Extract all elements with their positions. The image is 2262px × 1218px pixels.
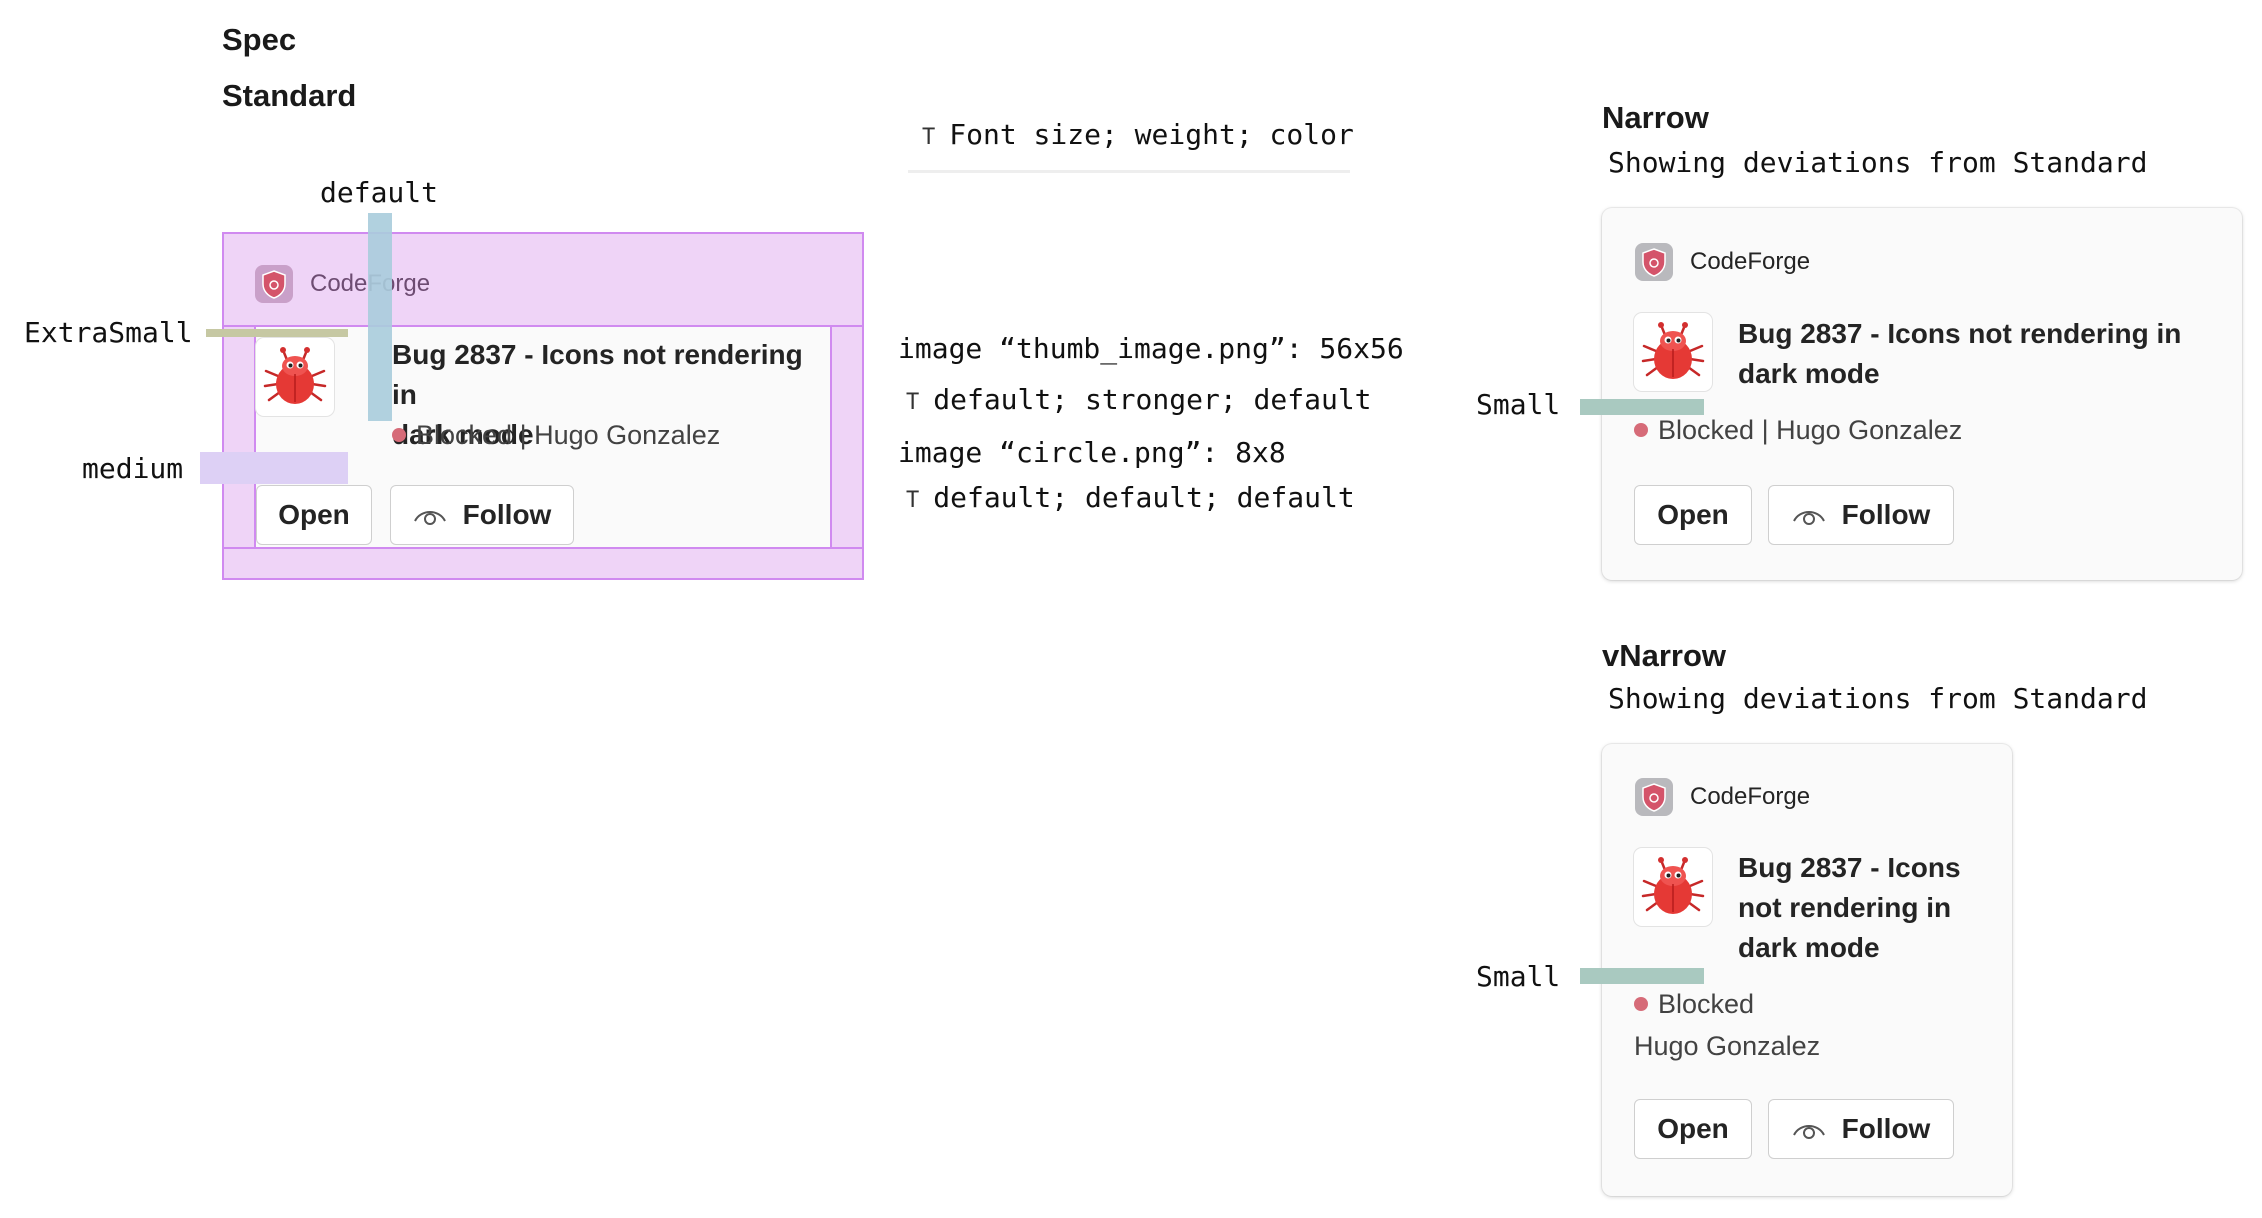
card-title-line2: dark mode: [1738, 358, 1880, 389]
status-text: Blocked: [416, 420, 513, 450]
app-name: CodeForge: [1690, 783, 1811, 810]
default-spacing-bar: [368, 213, 392, 421]
meta-separator: |: [512, 420, 535, 450]
font-glyph-icon: T: [906, 488, 920, 513]
spec-heading: Spec: [222, 22, 297, 57]
follow-label: Follow: [1841, 499, 1931, 530]
card-assignee: Hugo Gonzalez: [1634, 1031, 1821, 1061]
thumbnail: [1634, 313, 1712, 391]
overlay-divider-bottom: [222, 547, 864, 549]
follow-button[interactable]: Follow: [1768, 485, 1954, 545]
font-spec-text: default; default; default: [933, 481, 1355, 514]
medium-annotation: medium: [82, 452, 184, 485]
card-title: Bug 2837 - Icons not rendering in dark m…: [1738, 314, 2208, 394]
legend-text: Font size; weight; color: [949, 118, 1354, 151]
narrow-subtitle: Showing deviations from Standard: [1608, 146, 2148, 179]
eye-icon: [1792, 1125, 1825, 1139]
font-spec-text: default; stronger; default: [933, 383, 1372, 416]
assignee-text: Hugo Gonzalez: [534, 420, 721, 450]
follow-button[interactable]: Follow: [1768, 1099, 1954, 1159]
card-meta: Blocked | Hugo Gonzalez: [1634, 415, 1962, 446]
narrow-card: CodeForge Bug 2837 - Icons not rendering…: [1602, 208, 2242, 580]
extrasmall-annotation: ExtraSmall: [24, 316, 193, 349]
thumbnail: [256, 338, 334, 416]
card-status: Blocked: [1634, 989, 1754, 1020]
open-button[interactable]: Open: [1634, 485, 1752, 545]
narrow-heading: Narrow: [1602, 100, 1709, 135]
standard-heading: Standard: [222, 78, 357, 113]
default-annotation: default: [320, 176, 439, 209]
status-text: Blocked: [1658, 989, 1755, 1019]
small-spacing-bar-narrow: [1580, 399, 1704, 415]
card-meta: Blocked | Hugo Gonzalez: [392, 420, 720, 451]
follow-label: Follow: [462, 499, 552, 530]
medium-spacing-bar: [200, 452, 348, 484]
font-glyph-icon: T: [922, 125, 936, 150]
card-title-line2: dark mode: [392, 419, 534, 450]
status-dot: [1634, 997, 1648, 1011]
vnarrow-subtitle: Showing deviations from Standard: [1608, 682, 2148, 715]
extrasmall-spacing-bar: [206, 329, 348, 337]
status-dot: [1634, 423, 1648, 437]
card-title: Bug 2837 - Icons not rendering in dark m…: [1738, 848, 1998, 968]
small-annotation-vnarrow: Small: [1476, 960, 1561, 993]
card-title-line2: not rendering in: [1738, 892, 1952, 923]
font-glyph-icon: T: [906, 390, 920, 415]
card-title: Bug 2837 - Icons not rendering in dark m…: [392, 335, 832, 455]
app-name: CodeForge: [1690, 248, 1811, 275]
small-spacing-bar-vnarrow: [1580, 968, 1704, 984]
legend: T Font size; weight; color: [922, 118, 1354, 151]
status-dot: [392, 428, 406, 442]
meta-separator: |: [1754, 415, 1777, 445]
follow-label: Follow: [1841, 1113, 1931, 1144]
card-title-line1: Bug 2837 - Icons: [1738, 852, 1961, 883]
open-button[interactable]: Open: [1634, 1099, 1752, 1159]
status-text: Blocked: [1658, 415, 1755, 445]
follow-button[interactable]: Follow: [390, 485, 574, 545]
card-title-line3: dark mode: [1738, 932, 1880, 963]
small-annotation-narrow: Small: [1476, 388, 1561, 421]
bug-icon: [1641, 857, 1705, 914]
shield-icon: [255, 265, 293, 303]
eye-icon: [1792, 511, 1825, 525]
thumb-image-spec: image “thumb_image.png”: 56x56: [898, 332, 1404, 365]
shield-icon: [1635, 243, 1673, 281]
eye-icon: [413, 511, 446, 525]
circle-image-spec: image “circle.png”: 8x8: [898, 436, 1286, 469]
open-button[interactable]: Open: [256, 485, 372, 545]
card-title-line1: Bug 2837 - Icons not rendering in: [392, 339, 803, 410]
thumbnail: [1634, 848, 1712, 926]
overlay-divider-top: [222, 325, 864, 327]
vnarrow-heading: vNarrow: [1602, 638, 1727, 673]
legend-divider: [908, 170, 1350, 173]
bug-icon: [263, 347, 327, 404]
bug-icon: [1641, 322, 1705, 379]
card-title-line1: Bug 2837 - Icons not rendering in: [1738, 318, 2182, 349]
shield-icon: [1635, 778, 1673, 816]
assignee-text: Hugo Gonzalez: [1776, 415, 1963, 445]
